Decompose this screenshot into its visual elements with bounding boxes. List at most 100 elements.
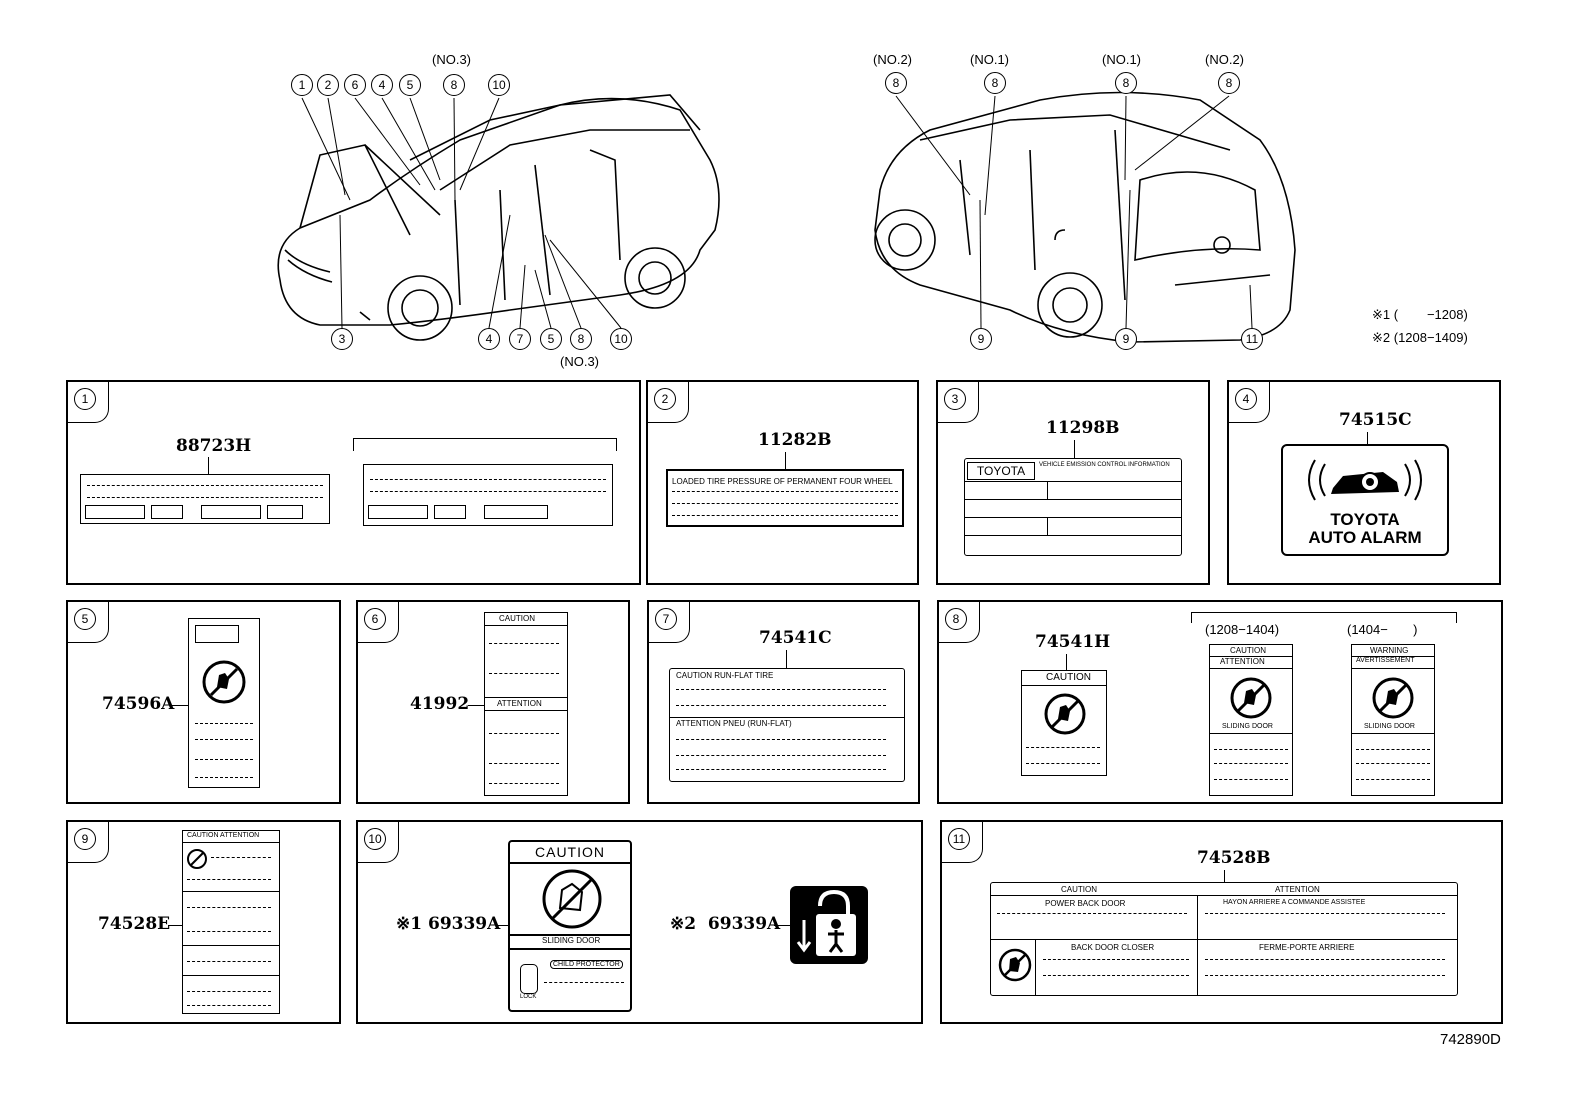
label-69339a-child xyxy=(790,886,868,964)
front-bottom-8-note: (NO.3) xyxy=(560,354,599,369)
sub: ATTENTION xyxy=(1220,657,1265,666)
callout-8-bottom: 8 xyxy=(570,328,592,350)
label-74596a xyxy=(188,618,260,788)
leader xyxy=(785,452,786,470)
label-88723h-a xyxy=(80,474,330,524)
sub: AVERTISSEMENT xyxy=(1356,657,1415,664)
caution: CAUTION xyxy=(499,614,535,623)
label-74541c: CAUTION RUN-FLAT TIRE ATTENTION PNEU (RU… xyxy=(669,668,905,782)
panel-tab xyxy=(1229,382,1270,423)
part-number: 41992 xyxy=(410,694,470,714)
label-warning-avertissement: WARNING AVERTISSEMENT SLIDING DOOR xyxy=(1351,644,1435,796)
attention: ATTENTION xyxy=(497,699,542,708)
no-hand-icon xyxy=(187,849,207,869)
panel-1: 1 88723H xyxy=(66,380,641,585)
bracket xyxy=(353,438,617,451)
header: CAUTION ATTENTION xyxy=(187,832,260,839)
child: CHILD PROTECTOR xyxy=(550,960,623,969)
no-hand-icon xyxy=(542,869,602,929)
panel-tab xyxy=(358,822,399,863)
rear-callout-11: 11 xyxy=(1241,328,1263,350)
rear-top-leader-lines xyxy=(895,95,1230,216)
diagram-code: 742890D xyxy=(1440,1031,1501,1048)
rear-8-note-3: (NO.1) xyxy=(1102,52,1141,67)
leader xyxy=(1074,440,1075,460)
no-hand-icon xyxy=(202,660,246,704)
part-number: 11282B xyxy=(758,430,832,450)
door: SLIDING DOOR xyxy=(1364,723,1415,730)
panel-number: 4 xyxy=(1235,388,1257,410)
rear-callout-9-1: 9 xyxy=(970,328,992,350)
no-hand-icon xyxy=(1044,693,1086,735)
caution: CAUTION xyxy=(535,844,605,860)
rear-bottom-leader-lines xyxy=(979,189,1253,329)
callout-7: 7 xyxy=(509,328,531,350)
label-74528e: CAUTION ATTENTION xyxy=(182,830,280,1014)
leader xyxy=(1066,654,1067,670)
leader xyxy=(498,925,508,926)
rear-callout-8-2: 8 xyxy=(984,72,1006,94)
panel-7: 7 74541C CAUTION RUN-FLAT TIRE ATTENTION… xyxy=(647,600,920,804)
label-41992: CAUTION ATTENTION xyxy=(484,612,568,796)
callout-8: 8 xyxy=(443,74,465,96)
part-number: 88723H xyxy=(176,436,252,456)
panel-number: 5 xyxy=(74,608,96,630)
panel-number: 10 xyxy=(364,828,386,850)
panel-tab xyxy=(649,602,690,643)
label-69339a-caution: CAUTION SLIDING DOOR CHILD PROTECTOR LOC… xyxy=(508,840,632,1012)
panel-10: 10 ※1 69339A CAUTION SLIDING DOOR CHILD … xyxy=(356,820,923,1024)
part-number: 74596A xyxy=(102,694,175,714)
door: SLIDING DOOR xyxy=(542,936,601,945)
rear-vehicle-drawing xyxy=(874,91,1296,343)
panel-tab xyxy=(942,822,983,863)
leader xyxy=(208,457,209,477)
callout-2: 2 xyxy=(317,74,339,96)
panel-number: 7 xyxy=(655,608,677,630)
lock: LOCK xyxy=(520,994,537,1000)
attention: ATTENTION xyxy=(1275,885,1320,894)
top: CAUTION xyxy=(1230,646,1266,655)
leader xyxy=(1367,432,1368,446)
leader xyxy=(1224,870,1225,884)
part-number-2: ※2 69339A xyxy=(670,914,781,934)
label-11298b: TOYOTA VEHICLE EMISSION CONTROL INFORMAT… xyxy=(964,458,1182,556)
panel-8: 8 74541H CAUTION (1208−1404) (1404− ) CA… xyxy=(937,600,1503,804)
callout-6: 6 xyxy=(344,74,366,96)
part-number: 74515C xyxy=(1339,410,1412,430)
panel-number: 1 xyxy=(74,388,96,410)
bracket xyxy=(1191,612,1457,623)
child-lock-icon xyxy=(796,889,856,956)
no-hand-icon xyxy=(1372,677,1414,719)
part-number: 74528B xyxy=(1197,848,1271,868)
front-vehicle-view xyxy=(260,50,730,370)
label-text: LOADED TIRE PRESSURE OF PERMANENT FOUR W… xyxy=(672,477,893,486)
callout-5-bottom: 5 xyxy=(540,328,562,350)
r2c1: BACK DOOR CLOSER xyxy=(1071,943,1155,952)
panel-2: 2 11282B LOADED TIRE PRESSURE OF PERMANE… xyxy=(646,380,919,585)
label-11282b: LOADED TIRE PRESSURE OF PERMANENT FOUR W… xyxy=(666,469,904,527)
rear-callout-9-2: 9 xyxy=(1115,328,1137,350)
panel-3: 3 11298B TOYOTA VEHICLE EMISSION CONTROL… xyxy=(936,380,1210,585)
leader xyxy=(468,705,484,706)
panel-number: 8 xyxy=(945,608,967,630)
r1c2: HAYON ARRIERE A COMMANDE ASSISTEE xyxy=(1223,899,1366,906)
header: VEHICLE EMISSION CONTROL INFORMATION xyxy=(1039,462,1170,468)
legend-line-2: ※2 (1208−1409) xyxy=(1372,330,1468,345)
label-88723h-b xyxy=(363,464,613,526)
door: SLIDING DOOR xyxy=(1222,723,1273,730)
rear-8-note-2: (NO.1) xyxy=(970,52,1009,67)
front-vehicle-drawing xyxy=(277,94,720,341)
front-top-8-note: (NO.3) xyxy=(432,52,471,67)
front-top-leader-lines xyxy=(301,97,500,201)
panel-6: 6 41992 CAUTION ATTENTION xyxy=(356,600,630,804)
callout-4: 4 xyxy=(371,74,393,96)
part-number-1: ※1 69339A xyxy=(396,914,501,934)
attention: ATTENTION PNEU (RUN-FLAT) xyxy=(676,719,792,728)
panel-tab xyxy=(939,602,980,643)
panel-number: 6 xyxy=(364,608,386,630)
panel-number: 3 xyxy=(944,388,966,410)
rear-vehicle-view xyxy=(860,80,1320,360)
part-number: 74541C xyxy=(759,628,832,648)
part-number: 74528E xyxy=(98,914,171,934)
panel-tab xyxy=(358,602,399,643)
